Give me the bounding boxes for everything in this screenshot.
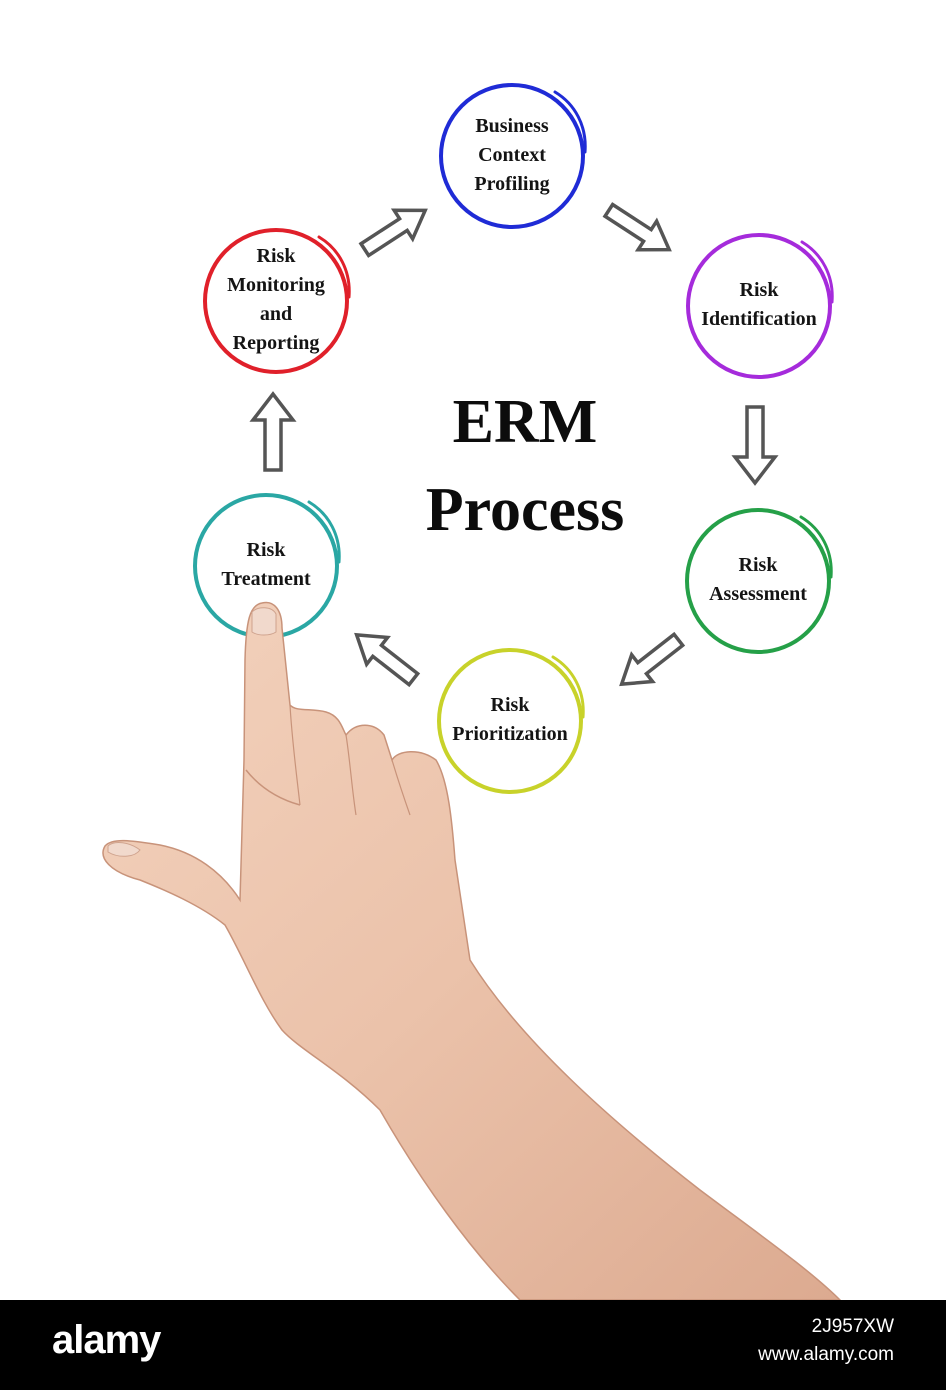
diagram-canvas: Business Context Profiling Risk Identifi… (0, 0, 946, 1300)
pointing-hand-image (0, 0, 946, 1300)
image-id: 2J957XW (812, 1312, 894, 1342)
node-label: Business Context Profiling (474, 112, 549, 199)
node-label: Risk Prioritization (452, 691, 568, 749)
node-label: Risk Monitoring and Reporting (227, 242, 325, 358)
alamy-logo: alamy (52, 1318, 160, 1363)
watermark-footer: alamy 2J957XW www.alamy.com (0, 1300, 946, 1390)
node-label: Risk Treatment (221, 536, 310, 594)
node-label: Risk Assessment (709, 551, 807, 609)
site-url: www.alamy.com (758, 1344, 894, 1366)
node-label: Risk Identification (701, 276, 817, 334)
